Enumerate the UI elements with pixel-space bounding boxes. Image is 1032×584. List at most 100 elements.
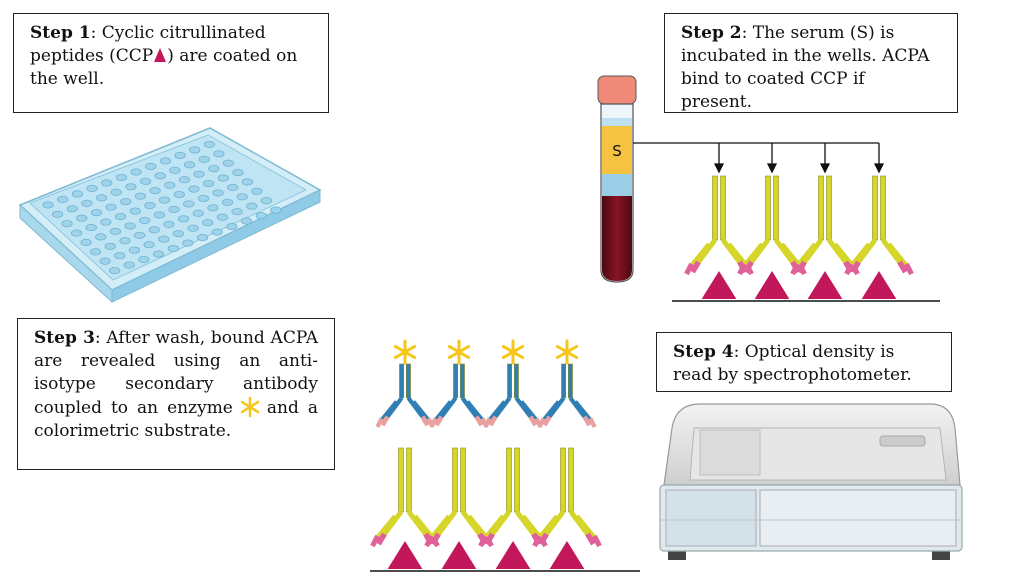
microplate-well <box>255 211 267 220</box>
microplate-well <box>114 212 127 221</box>
step2-text: : The serum (S) is incubated in the well… <box>681 23 930 112</box>
microplate-well <box>123 261 135 269</box>
step3-antibodies <box>370 339 602 569</box>
microplate-well <box>183 161 196 169</box>
microplate-well <box>246 202 258 210</box>
microplate-well <box>130 168 142 176</box>
microplate-well <box>128 246 141 254</box>
antibody <box>844 175 914 276</box>
microplate-well <box>71 190 84 198</box>
ccp-triangle-icon <box>154 48 167 62</box>
step1-box: Step 1: Cyclic citrullinated peptides (C… <box>13 13 329 113</box>
microplate-well <box>95 233 107 241</box>
ccp-peptide <box>387 541 423 569</box>
microplate-well <box>232 168 244 177</box>
spectrophotometer <box>659 403 963 560</box>
microplate-well <box>169 166 181 174</box>
microplate-well <box>81 199 93 207</box>
microplate-well <box>90 209 103 217</box>
antibody <box>370 447 440 548</box>
microplate-well <box>174 151 186 160</box>
microplate-well <box>80 238 92 247</box>
ccp-peptide <box>701 271 737 299</box>
microplate-well <box>101 179 113 187</box>
antibody <box>790 175 860 276</box>
ccp-peptide <box>861 271 897 299</box>
step3-text-b: and a colorimetric substrate. <box>34 398 318 441</box>
microplate-well <box>202 179 215 188</box>
microplate-well <box>189 146 201 154</box>
microplate-well <box>99 257 111 265</box>
microplate-well <box>154 172 166 180</box>
antibody <box>429 363 489 428</box>
microplate-well <box>89 248 102 256</box>
step1-text-b: ) are coated on the well. <box>30 46 298 89</box>
microplate-well <box>173 190 185 199</box>
microplate-well <box>216 213 229 221</box>
microplate-well <box>177 215 190 223</box>
microplate-well <box>207 204 219 212</box>
microplate-well <box>153 211 166 219</box>
microplate-well <box>110 188 122 196</box>
antibody <box>737 175 807 276</box>
microplate-well <box>51 210 64 218</box>
tube-serum-label: S <box>612 142 622 160</box>
ccp-peptide <box>495 541 531 569</box>
antibody <box>375 363 435 428</box>
antibody <box>483 363 543 428</box>
microplate-well <box>139 216 151 225</box>
microplate-well <box>108 266 121 275</box>
microplate-well <box>143 241 155 249</box>
microplate-well <box>208 165 220 173</box>
microplate-well <box>226 222 238 231</box>
microplate-well <box>222 159 235 167</box>
microplate-well <box>138 255 150 264</box>
microplate-well <box>133 231 146 239</box>
microplate-well <box>125 183 137 191</box>
ccp-peptide <box>441 541 477 569</box>
microplate-well <box>178 176 191 184</box>
step1-label: Step 1 <box>30 23 91 43</box>
microplate-well <box>115 173 128 182</box>
microplate-well <box>144 201 156 210</box>
microplate-well <box>251 187 263 195</box>
antibody <box>424 447 494 548</box>
microplate-well <box>104 242 116 250</box>
microplate-well <box>129 207 141 215</box>
microplate-well <box>188 185 200 193</box>
microplate-well <box>197 194 210 203</box>
microplate-well <box>76 214 88 222</box>
microplate-well <box>61 220 73 228</box>
antibody <box>532 447 602 548</box>
step1-text-a: : Cyclic citrullinated peptides (CCP <box>30 23 266 66</box>
microplate-well <box>164 181 176 189</box>
microplate-well <box>124 222 136 230</box>
microplate-well <box>198 155 210 163</box>
antibody <box>537 363 597 428</box>
microplate <box>18 127 322 304</box>
microplate-well <box>183 200 195 208</box>
enzyme-star-icon <box>240 396 260 418</box>
microplate-well <box>66 205 78 213</box>
step4-box: Step 4: Optical density is read by spect… <box>656 332 952 392</box>
blood-tube: S <box>597 75 637 283</box>
microplate-well <box>163 220 175 228</box>
enzyme-star <box>447 339 471 365</box>
enzyme-star <box>555 339 579 365</box>
microplate-well <box>203 140 216 149</box>
ccp-peptide <box>549 541 585 569</box>
microplate-well <box>168 205 180 214</box>
microplate-well <box>212 189 224 197</box>
microplate-well <box>95 194 108 202</box>
microplate-well <box>57 195 69 204</box>
enzyme-star <box>393 339 417 365</box>
microplate-well <box>240 217 253 225</box>
microplate-well <box>260 197 273 205</box>
microplate-well <box>202 219 214 227</box>
microplate-well <box>158 235 170 243</box>
microplate-well <box>187 224 199 232</box>
microplate-well <box>148 226 160 234</box>
microplate-well <box>120 198 132 206</box>
step3-label: Step 3 <box>34 328 95 348</box>
